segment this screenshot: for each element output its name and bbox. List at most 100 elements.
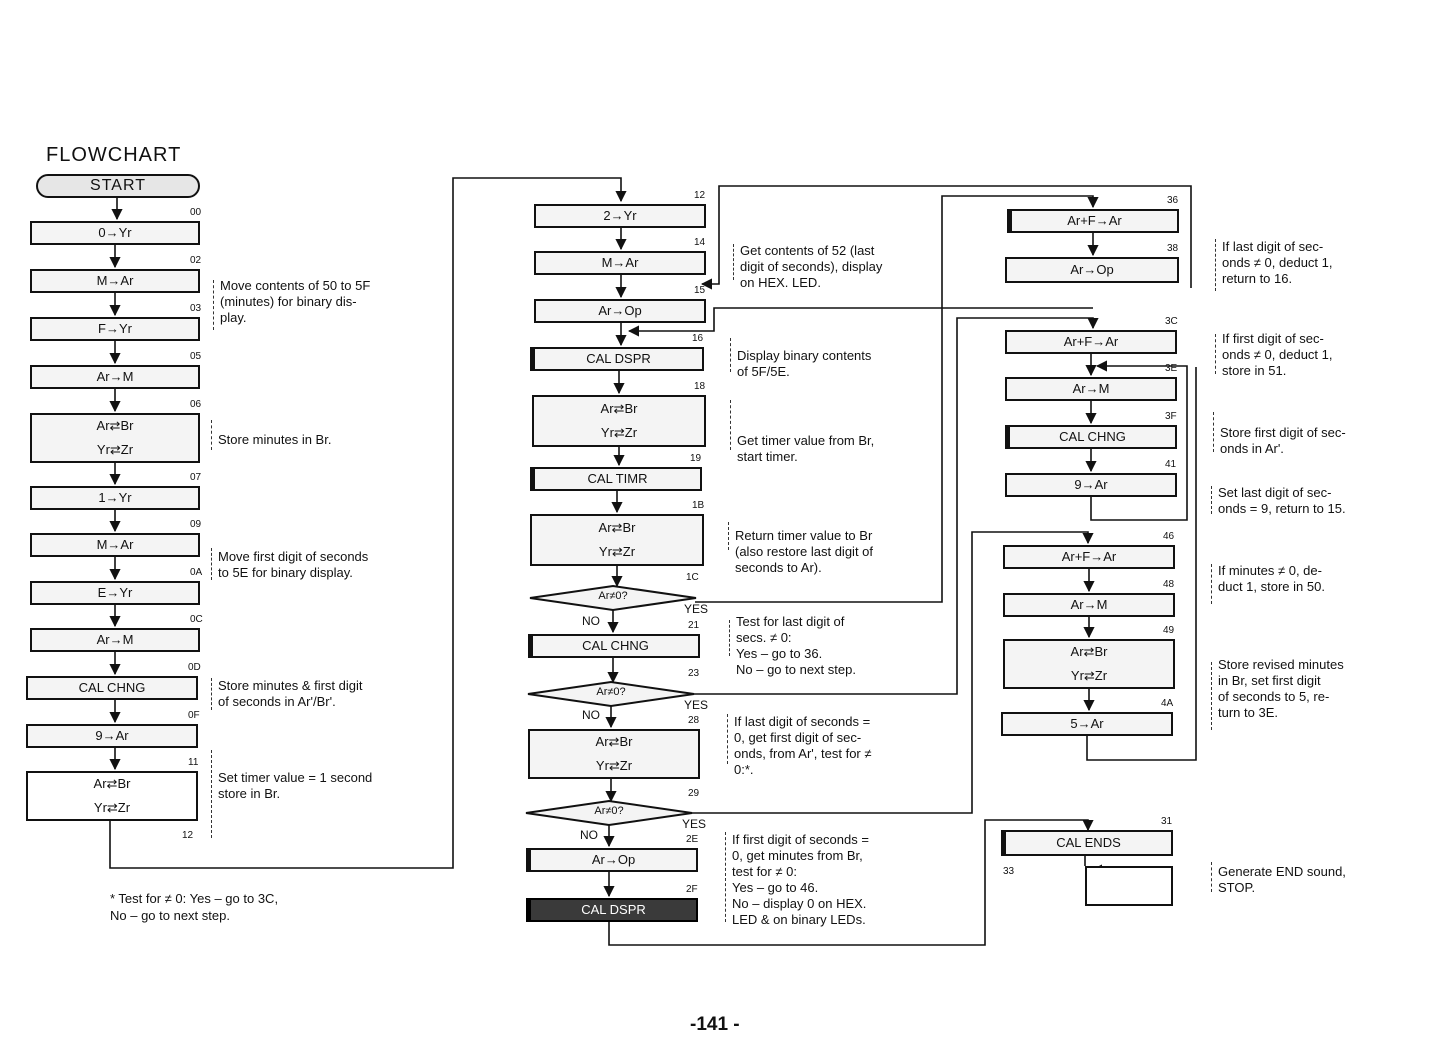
return-to-15-entry	[700, 185, 1192, 290]
col3-address-38: 38	[1167, 243, 1179, 254]
col2-step-2E: Ar→Op	[526, 848, 698, 872]
col1-step-09-line-1: M→Ar	[96, 537, 134, 552]
note-deduct-return-16-bracket	[1215, 239, 1216, 291]
yes-1c-to-36	[695, 195, 1099, 603]
note-deduct-store-51-bracket	[1215, 334, 1216, 374]
col3-step-46: Ar+F→Ar	[1003, 545, 1175, 569]
note-get-timer-bracket	[730, 400, 731, 450]
col1-step-0A-line-1: E→Yr	[97, 585, 133, 600]
col2-step-15-line-1: Ar→Op	[598, 303, 642, 318]
col1-step-0A: E→Yr	[30, 581, 200, 605]
col2-address-15: 15	[694, 285, 706, 296]
note-store-revised-bracket	[1211, 662, 1212, 730]
col1-step-02-line-1: M→Ar	[96, 273, 134, 288]
note-store-ar-br-bracket	[211, 678, 212, 710]
return-from-4a-loop	[1086, 367, 1197, 761]
col2-step-19-line-1: CAL TIMR	[587, 471, 648, 486]
col1-to-col2-connector	[109, 177, 627, 869]
col1-step-0F-line-1: 9→Ar	[95, 728, 129, 743]
col3-address-33: 33	[1003, 866, 1015, 877]
note-deduct-return-16: If last digit of sec- onds ≠ 0, deduct 1…	[1222, 239, 1333, 286]
col2-step-21: CAL CHNG	[528, 634, 700, 658]
yes-23-to-3c	[694, 317, 1099, 695]
col1-address-00: 00	[190, 207, 202, 218]
col2-step-28-line-2: Yr⇄Zr	[595, 758, 633, 773]
col3-step-46-line-1: Ar+F→Ar	[1061, 549, 1117, 564]
col2-address-29: 29	[688, 788, 700, 799]
note-get-timer: Get timer value from Br, start timer.	[737, 433, 875, 464]
note-move-first-digit: Move first digit of seconds to 5E for bi…	[218, 549, 369, 580]
col1-address-0C: 0C	[190, 614, 203, 625]
col3-address-3E: 3E	[1165, 363, 1178, 374]
col2-step-28-line-1: Ar⇄Br	[595, 734, 633, 749]
note-test-last-digit-bracket	[729, 620, 730, 656]
col1-address-07: 07	[190, 472, 202, 483]
col2-step-15: Ar→Op	[534, 299, 706, 323]
note-display-binary-bracket	[730, 338, 731, 372]
note-set-timer: Set timer value = 1 second store in Br.	[218, 770, 373, 801]
col1-address-0A: 0A	[190, 567, 203, 578]
decision-1c	[529, 584, 697, 612]
note-get-contents-52-bracket	[733, 244, 734, 280]
col1-address-0F: 0F	[188, 710, 200, 721]
col1-address-05: 05	[190, 351, 202, 362]
note-store-first-digit: Store first digit of sec- onds in Ar'.	[1220, 425, 1346, 456]
col2-step-2F: CAL DSPR	[526, 898, 698, 922]
return-to-16-entry	[627, 307, 1093, 337]
note-if-first-digit-zero: If first digit of seconds = 0, get minut…	[732, 832, 869, 927]
footnote-test: * Test for ≠ 0: Yes – go to 3C, No – go …	[110, 891, 279, 923]
col3-step-4A: 5→Ar	[1001, 712, 1173, 736]
col1-step-00: 0→Yr	[30, 221, 200, 245]
col3-step-41: 9→Ar	[1005, 473, 1177, 497]
yes-label-2: YES	[684, 698, 709, 712]
col3-step-49-line-2: Yr⇄Zr	[1070, 668, 1108, 683]
col2-step-12-line-1: 2→Yr	[603, 208, 637, 223]
col1-step-00-line-1: 0→Yr	[98, 225, 132, 240]
col3-step-48-line-1: Ar→M	[1070, 597, 1108, 612]
col2-step-18-line-2: Yr⇄Zr	[600, 425, 638, 440]
no-label-1: NO	[582, 614, 600, 628]
note-move-first-digit-bracket	[211, 548, 212, 580]
col1-address-0D: 0D	[188, 662, 201, 673]
no-label-3: NO	[582, 708, 600, 722]
col1-step-05: Ar→M	[30, 365, 200, 389]
col1-step-0C-line-1: Ar→M	[96, 632, 134, 647]
col2-address-12: 12	[694, 190, 706, 201]
note-store-minutes-bracket	[211, 420, 212, 450]
flowchart-title: FLOWCHART	[46, 144, 182, 166]
col3-step-38-line-1: Ar→Op	[1070, 262, 1114, 277]
return-to-3e-loop	[1090, 360, 1188, 521]
note-display-binary: Display binary contents of 5F/5E.	[737, 348, 872, 379]
col2-address-14: 14	[694, 237, 706, 248]
col3-step-41-line-1: 9→Ar	[1074, 477, 1108, 492]
note-return-timer-bracket	[728, 522, 729, 550]
col2-step-1B-line-1: Ar⇄Br	[598, 520, 636, 535]
col1-step-0C: Ar→M	[30, 628, 200, 652]
col1-step-06-line-1: Ar⇄Br	[96, 418, 134, 433]
note-set-last-digit-9: Set last digit of sec- onds = 9, return …	[1218, 485, 1346, 516]
col1-address-06: 06	[190, 399, 202, 410]
note-store-first-digit-bracket	[1213, 412, 1214, 452]
col2-address-16: 16	[692, 333, 704, 344]
col3-step-3E-line-1: Ar→M	[1072, 381, 1110, 396]
col3-address-46: 46	[1163, 531, 1175, 542]
note-get-contents-52: Get contents of 52 (last digit of second…	[740, 243, 883, 290]
col2-step-19: CAL TIMR	[530, 467, 702, 491]
col1-step-07: 1→Yr	[30, 486, 200, 510]
col1-exit-address: 12	[182, 830, 194, 841]
col1-step-03: F→Yr	[30, 317, 200, 341]
note-minutes-deduct: If minutes ≠ 0, de- duct 1, store in 50.	[1218, 563, 1325, 594]
col3-step-31-line-1: CAL ENDS	[1056, 835, 1121, 850]
col3-step-3C: Ar+F→Ar	[1005, 330, 1177, 354]
col1-step-07-line-1: 1→Yr	[98, 490, 132, 505]
col1-step-02: M→Ar	[30, 269, 200, 293]
note-return-timer: Return timer value to Br (also restore l…	[735, 528, 874, 575]
col2-address-18: 18	[694, 381, 706, 392]
col2-address-28: 28	[688, 715, 700, 726]
col2-step-21-line-1: CAL CHNG	[582, 638, 649, 653]
